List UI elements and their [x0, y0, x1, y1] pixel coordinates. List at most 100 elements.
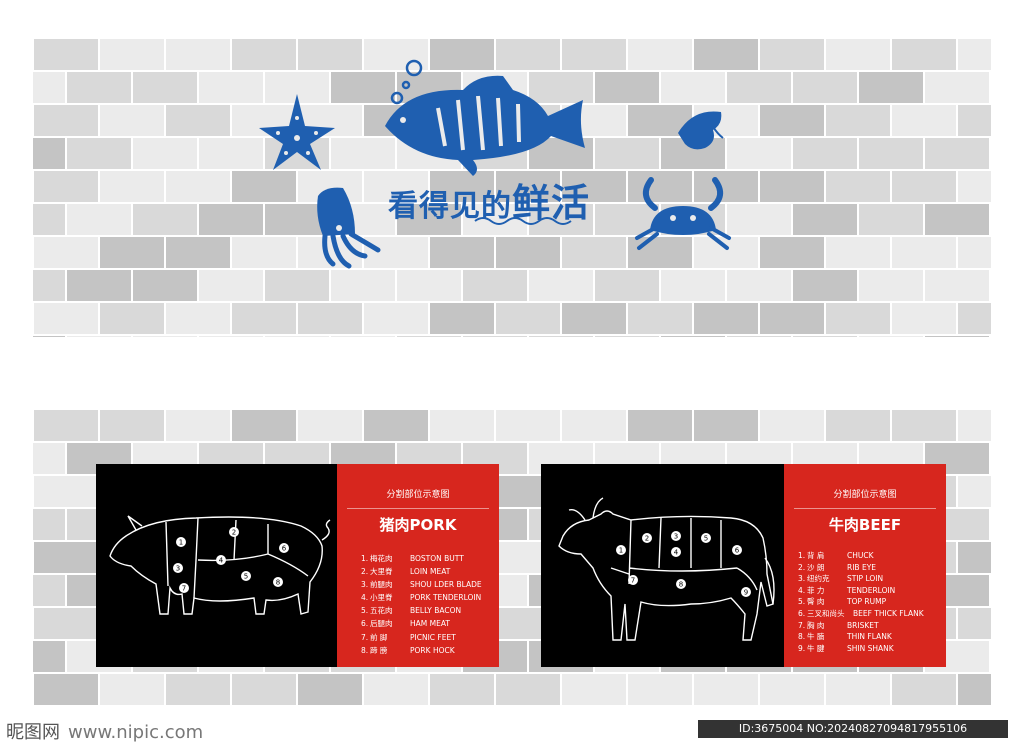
brick	[100, 105, 164, 136]
crab-icon	[635, 177, 731, 250]
brick	[892, 410, 956, 441]
part-name-zh: 纽约克	[807, 574, 830, 584]
cow-part-label: 6	[735, 547, 740, 555]
brick	[694, 39, 758, 70]
brick	[364, 171, 428, 202]
brick	[595, 72, 659, 103]
brick	[892, 674, 956, 705]
part-number: 3.	[798, 574, 806, 584]
brick	[166, 674, 230, 705]
brick	[298, 674, 362, 705]
slogan-part-1: 看得见的	[388, 189, 512, 224]
pig-part-label: 2	[232, 529, 236, 537]
brick	[166, 410, 230, 441]
brick	[760, 674, 824, 705]
brick	[496, 303, 560, 334]
brick	[727, 336, 791, 337]
part-name-zh: 五花肉	[370, 606, 393, 616]
brick	[34, 410, 98, 441]
brick	[958, 476, 991, 507]
brick	[100, 674, 164, 705]
brick	[166, 105, 230, 136]
cow-diagram: 1 2 3 4 5 6 7 8 9	[558, 497, 775, 641]
brick	[694, 237, 758, 268]
shrimp-icon	[678, 111, 724, 150]
part-name-en: BRISKET	[847, 620, 879, 630]
brick	[67, 72, 131, 103]
brick	[793, 270, 857, 301]
brick	[793, 204, 857, 235]
brick	[463, 336, 527, 337]
part-name-en: LOIN MEAT	[410, 567, 451, 577]
brick	[232, 674, 296, 705]
part-number: 4.	[798, 585, 806, 595]
brick	[925, 270, 989, 301]
brick	[760, 39, 824, 70]
cow-part-label: 2	[645, 535, 649, 543]
brick	[892, 39, 956, 70]
part-name-zh: 大里脊	[370, 567, 393, 577]
brick	[232, 303, 296, 334]
brick	[496, 171, 560, 202]
brick	[958, 237, 991, 268]
list-item: 8.牛 腩 THIN FLANK	[798, 631, 924, 643]
beef-heading: 牛肉BEEF	[828, 516, 902, 534]
brick	[958, 303, 991, 334]
brick	[529, 72, 593, 103]
part-name-en: PORK TENDERLOIN	[410, 593, 482, 603]
site-name: 昵图网	[6, 722, 60, 743]
brick	[628, 303, 692, 334]
pig-part-label: 5	[244, 573, 248, 581]
part-number: 8.	[798, 632, 806, 642]
brick	[562, 237, 626, 268]
brick	[33, 509, 65, 540]
brick	[100, 171, 164, 202]
brick	[199, 72, 263, 103]
brick	[34, 39, 98, 70]
brick	[628, 674, 692, 705]
brick	[694, 410, 758, 441]
brick	[34, 105, 98, 136]
part-name-zh: 背 肩	[807, 551, 825, 560]
brick	[430, 303, 494, 334]
brick	[661, 270, 725, 301]
part-name-en: BOSTON BUTT	[410, 554, 464, 563]
brick	[562, 39, 626, 70]
brick	[364, 237, 428, 268]
part-name-zh: 三叉和尚头	[807, 608, 845, 618]
part-name-en: SHOU LDER BLADE	[410, 580, 482, 590]
brick	[199, 336, 263, 337]
brick	[199, 270, 263, 301]
part-name-zh: 沙 朗	[807, 562, 825, 572]
brick	[331, 336, 395, 337]
brick	[958, 105, 991, 136]
part-number: 7.	[361, 632, 369, 642]
brick	[694, 674, 758, 705]
brick	[529, 270, 593, 301]
brick	[265, 270, 329, 301]
brick	[33, 443, 65, 474]
brick	[34, 237, 98, 268]
brick	[133, 336, 197, 337]
brick	[661, 72, 725, 103]
brick	[232, 410, 296, 441]
brick	[67, 204, 131, 235]
part-name-en: THIN FLANK	[847, 632, 892, 642]
part-name-en: HAM MEAT	[410, 619, 450, 629]
part-name-zh: 牛 腩	[807, 632, 825, 642]
brick	[430, 674, 494, 705]
brick	[826, 39, 890, 70]
brick	[925, 336, 989, 337]
brick	[33, 336, 65, 337]
brick	[100, 39, 164, 70]
brick	[100, 237, 164, 268]
